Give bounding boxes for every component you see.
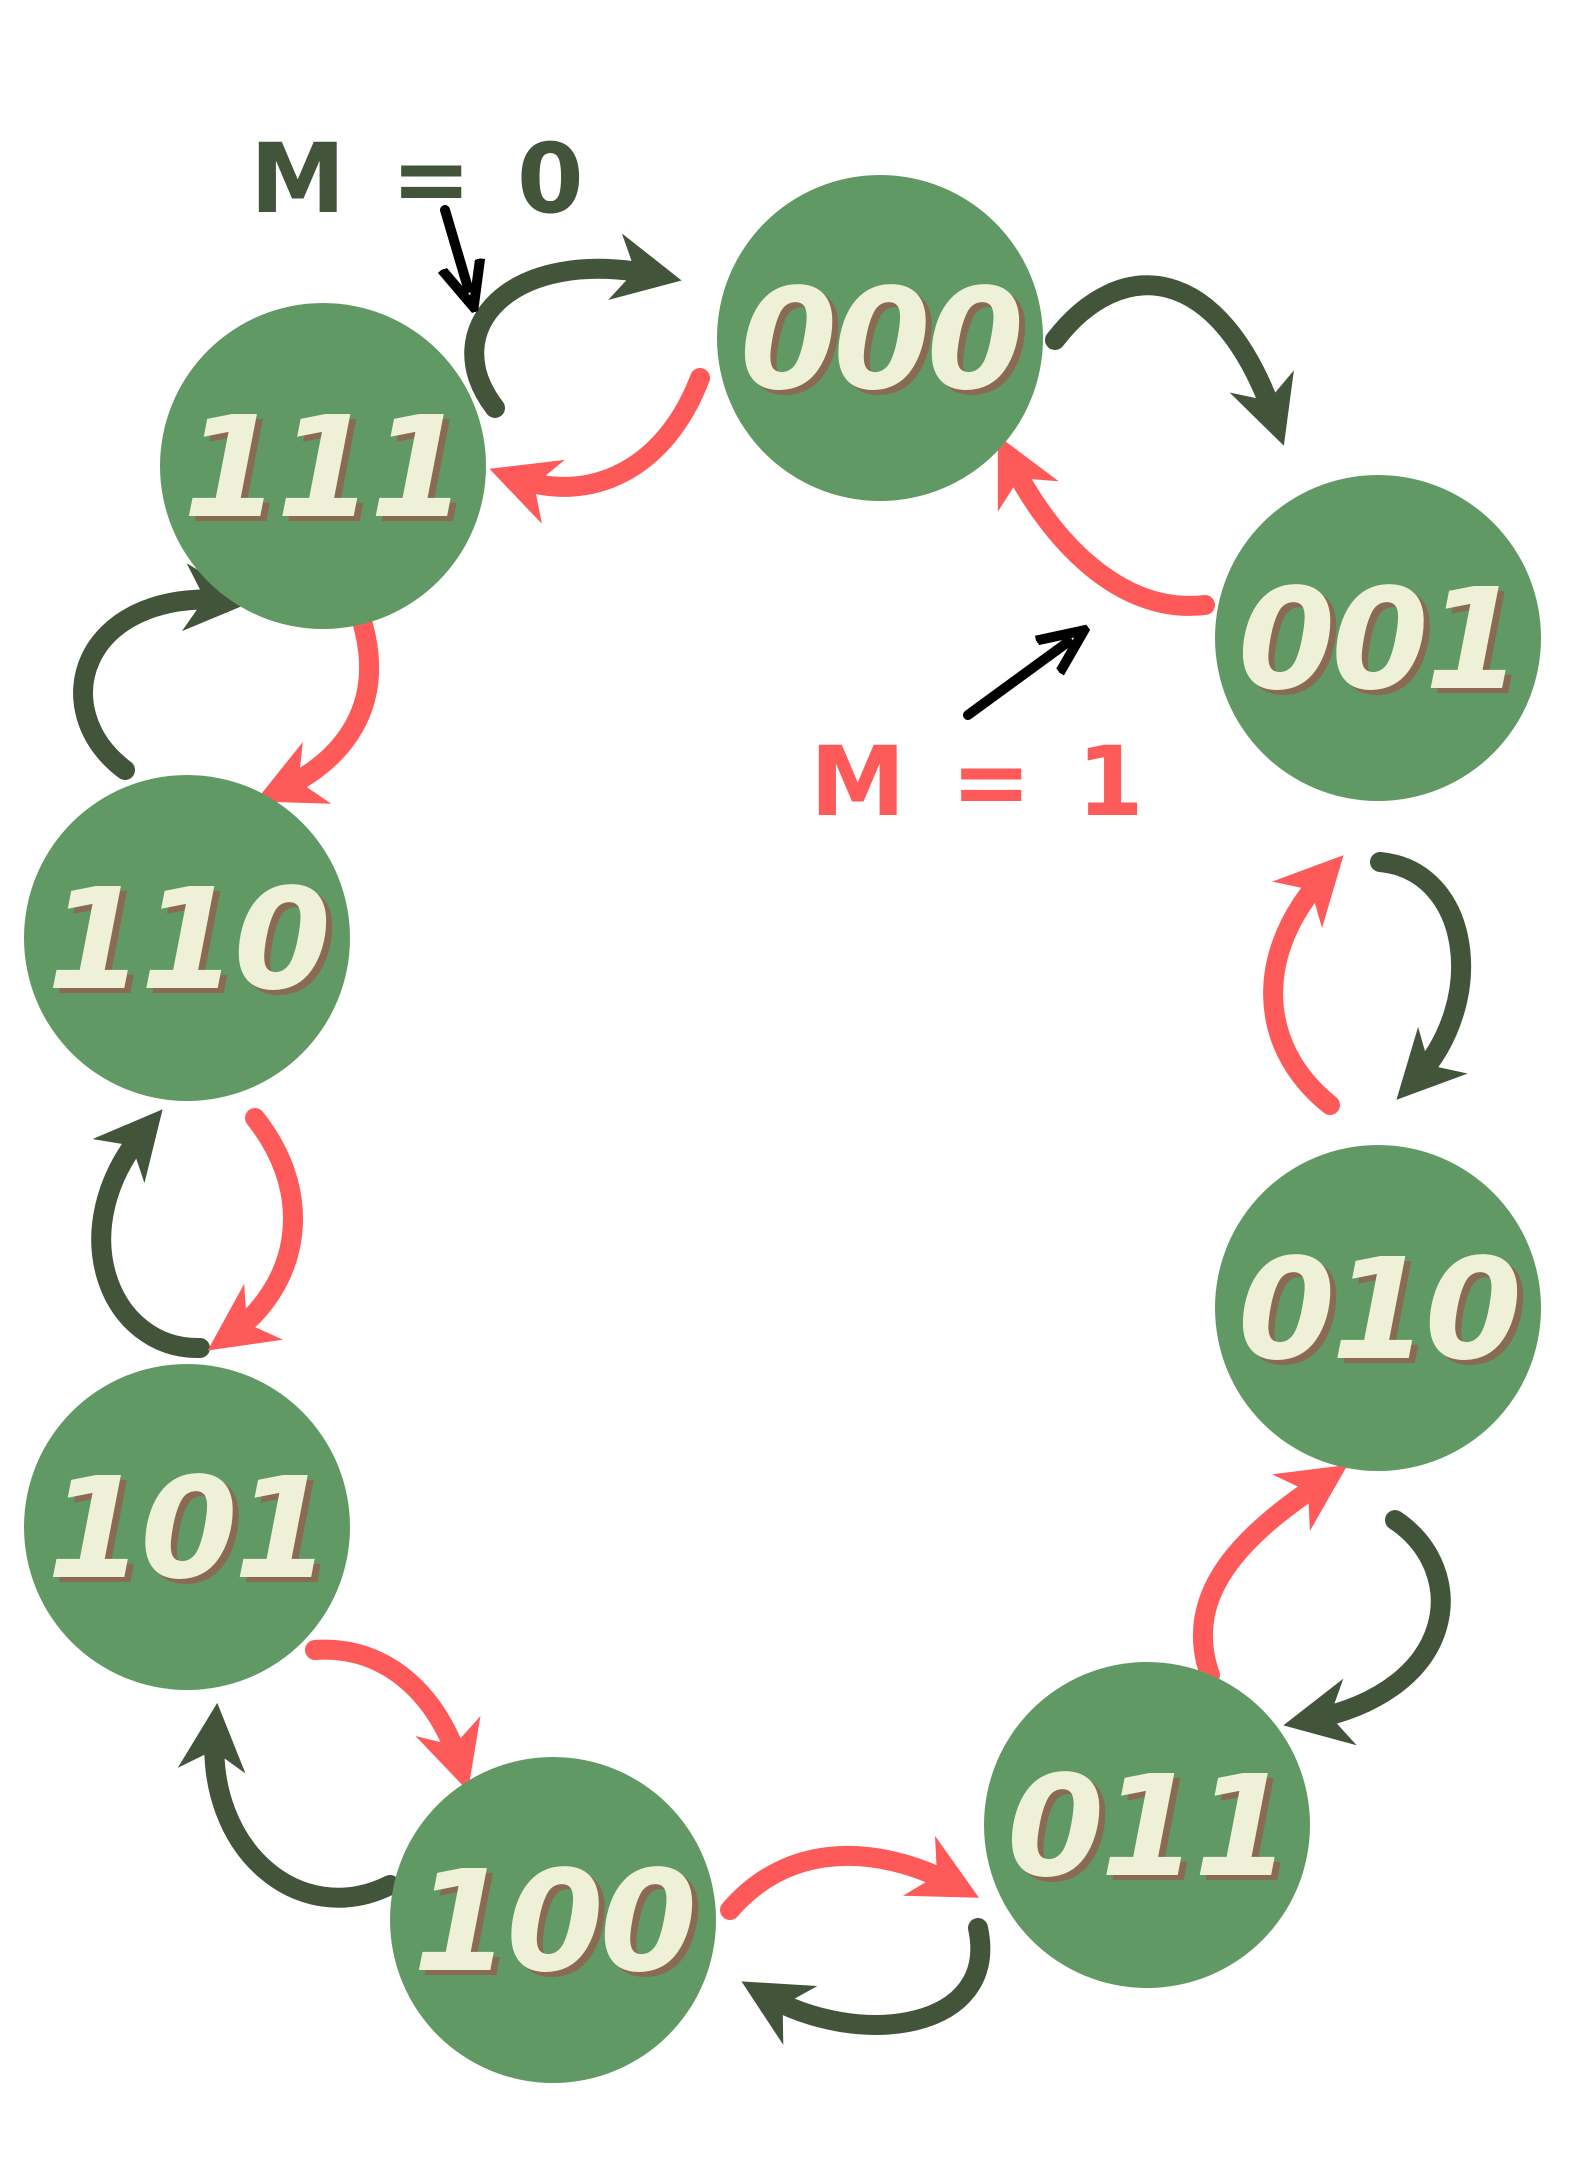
state-label: 100: [413, 1841, 693, 2004]
state-label: 111: [183, 387, 463, 550]
state-label-shadow: 101: [53, 1453, 333, 1616]
state-label-shadow: 001: [1244, 564, 1524, 727]
state-100: 100 100: [390, 1757, 716, 2083]
arrow-m1-001-000: [997, 435, 1215, 616]
state-label: 101: [47, 1448, 327, 1611]
arrow-m0-110-111: [73, 563, 253, 780]
state-node: [160, 303, 486, 629]
legend-m0-label: M = 0: [250, 123, 590, 235]
arrow-m1-011-010: [1192, 1464, 1348, 1685]
state-label-shadow: 010: [1244, 1234, 1524, 1397]
arrow-m0-100-101: [177, 1702, 400, 1908]
arrow-m1-111-110: [255, 615, 380, 804]
m1-arrows: [207, 368, 1348, 1920]
state-label-shadow: 011: [1013, 1751, 1293, 1914]
legend-m0-pointer: [445, 205, 468, 288]
arrow-m0-011-100: [741, 1918, 991, 2045]
state-node: [1215, 1145, 1541, 1471]
state-node: [1215, 475, 1541, 801]
arrow-m1-101-100: [305, 1639, 481, 1791]
arrow-m0-001-010: [1370, 852, 1472, 1100]
state-label: 010: [1238, 1229, 1518, 1392]
arrow-m0-101-110: [91, 1109, 210, 1359]
m0-arrows: [73, 233, 1472, 2045]
state-000: 000 000: [717, 175, 1043, 501]
state-label: 110: [47, 859, 327, 1022]
state-label: 011: [1007, 1746, 1287, 1909]
state-001: 001 001: [1215, 475, 1541, 801]
legend-m1-pointer: [963, 642, 1068, 720]
state-label-shadow: 111: [189, 392, 469, 555]
state-label-shadow: 110: [53, 864, 333, 1027]
arrow-m1-000-111: [489, 368, 710, 524]
legend-m1-label: M = 1: [810, 726, 1150, 838]
state-111: 111 111: [160, 303, 486, 629]
state-node: [24, 775, 350, 1101]
arrow-m0-010-011: [1283, 1510, 1451, 1746]
state-label-shadow: 100: [419, 1846, 699, 2009]
state-node: [717, 175, 1043, 501]
state-label: 000: [740, 259, 1020, 422]
state-label-shadow: 000: [746, 264, 1026, 427]
arrow-m1-010-001: [1263, 855, 1344, 1115]
arrow-m0-111-000: [464, 233, 682, 418]
legend: M = 0 M = 1: [250, 123, 1150, 838]
state-110: 110 110: [24, 775, 350, 1101]
state-011: 011 011: [984, 1662, 1310, 1988]
arrow-m1-110-101: [207, 1108, 303, 1351]
state-010: 010 010: [1215, 1145, 1541, 1471]
arrow-m0-000-001: [1045, 275, 1294, 446]
state-node: [390, 1757, 716, 2083]
arrow-m1-100-011: [720, 1835, 980, 1920]
state-label: 001: [1238, 559, 1518, 722]
state-101: 101 101: [24, 1364, 350, 1690]
state-node: [984, 1662, 1310, 1988]
state-node: [24, 1364, 350, 1690]
